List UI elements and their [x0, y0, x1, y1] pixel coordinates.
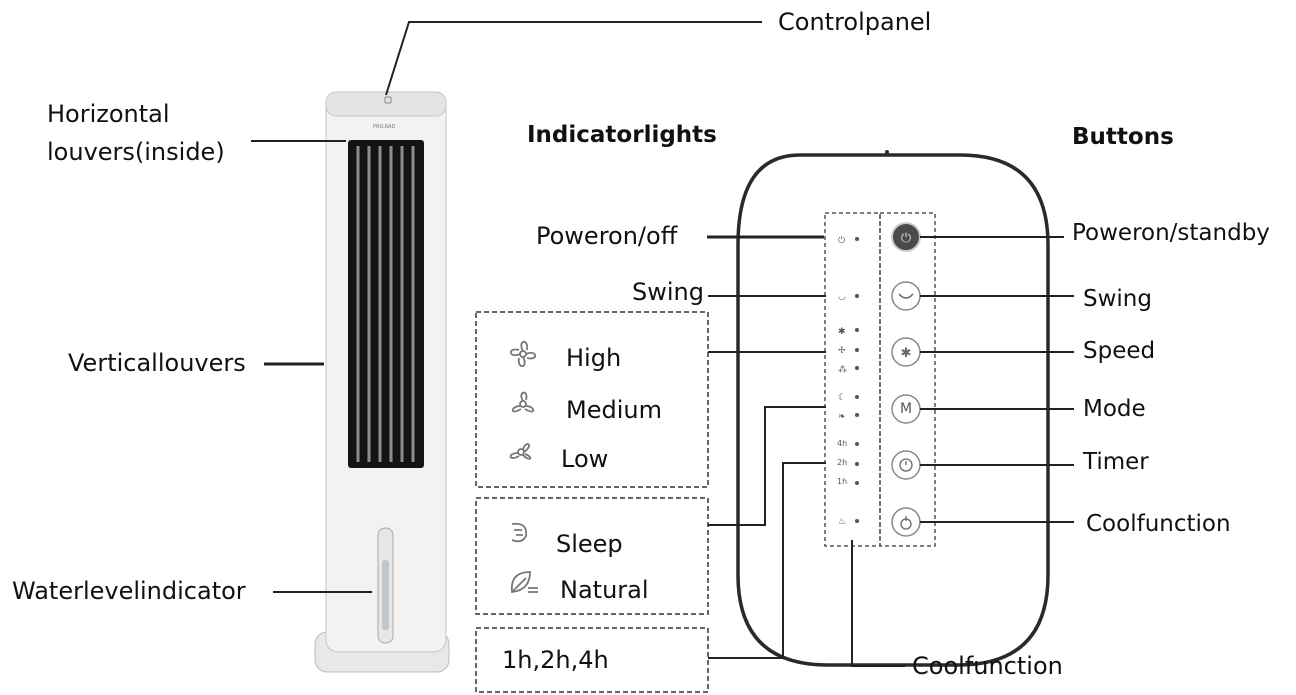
control-panel-outline — [736, 153, 1050, 667]
timer-indicator-leader — [708, 462, 826, 659]
high-fan-icon — [509, 340, 537, 368]
leader-lines — [251, 21, 1074, 667]
buttons-heading: Buttons — [1072, 124, 1174, 150]
sleep-indicator-icon: ☾ — [838, 393, 846, 403]
cool-indicator-leader — [851, 540, 905, 667]
mode-natural-label: Natural — [560, 576, 649, 604]
button-column — [879, 212, 936, 547]
horizontal-louvers-label-line2: louvers(inside) — [47, 138, 225, 166]
tower-fan — [314, 91, 450, 673]
controlpanel-label: Controlpanel — [778, 8, 932, 36]
swing-button-label: Swing — [1083, 286, 1152, 312]
mode-box-frame — [475, 497, 709, 615]
svg-text:⏻: ⏻ — [901, 231, 911, 246]
cool-button-icon[interactable] — [891, 507, 921, 537]
power-indicator-icon: ⏻ — [838, 235, 845, 246]
speed-box-icons — [509, 340, 537, 460]
speed-button-label: Speed — [1083, 338, 1156, 364]
mode-box-icons — [510, 522, 538, 593]
natural-indicator-icon: ❧ — [838, 412, 846, 422]
mode-button-letter: M — [900, 401, 913, 417]
brand-logo: PRO.RAD — [373, 124, 396, 130]
control-panel-icon — [384, 96, 392, 104]
swing-button-icon[interactable] — [891, 281, 921, 311]
speed-high-label: High — [566, 344, 622, 372]
speed-medium-label: Medium — [566, 396, 662, 424]
panel-top-dot — [885, 150, 889, 154]
indicator-column — [824, 212, 881, 547]
medium-fan-icon — [511, 391, 535, 413]
speed-low-label: Low — [561, 445, 609, 473]
timer-options-label: 1h,2h,4h — [502, 646, 609, 674]
timer-box-frame — [475, 627, 709, 693]
vertical-louvers-grille — [348, 140, 424, 468]
water-level-label: Waterlevelindicator — [12, 577, 246, 605]
louver-slats — [356, 146, 415, 462]
cool-indicator-icon: ♨ — [838, 517, 846, 527]
power-on-off-label: Poweron/off — [536, 222, 678, 250]
mode-indicator-leader — [708, 406, 826, 526]
speed-box-frame — [475, 311, 709, 488]
low-fan-icon — [509, 443, 532, 460]
timer-button-label: Timer — [1083, 449, 1149, 475]
horizontal-louvers-label-line1: Horizontal — [47, 100, 170, 128]
indicator-lights: ⏻ ◡ ✱ ✢ ⁂ ☾ ❧ ♨ — [838, 235, 859, 527]
water-level-fill — [382, 560, 389, 630]
mode-button-label: Mode — [1083, 396, 1146, 422]
mode-sleep-label: Sleep — [556, 530, 623, 558]
natural-leaf-icon — [510, 571, 538, 593]
timer-4h-indicator: 4h — [837, 439, 848, 448]
vertical-louvers-label: Verticallouvers — [68, 349, 246, 377]
low-indicator-icon: ⁂ — [838, 364, 847, 375]
indicator-lights-heading: Indicatorlights — [527, 122, 717, 148]
cool-button-label: Coolfunction — [1086, 511, 1231, 537]
timer-2h-indicator: 2h — [837, 458, 848, 467]
svg-text:✱: ✱ — [901, 346, 912, 361]
timer-1h-indicator: 1h — [837, 477, 848, 486]
medium-indicator-icon: ✢ — [838, 346, 846, 356]
tower-top — [325, 91, 447, 117]
controlpanel-leader — [385, 21, 762, 96]
swing-indicator-label: Swing — [632, 278, 704, 306]
cool-function-indicator-label: Coolfunction — [912, 652, 1063, 680]
swing-indicator-icon: ◡ — [838, 292, 846, 302]
sleep-icon — [511, 522, 528, 543]
power-button-label: Poweron/standby — [1072, 220, 1270, 246]
panel-buttons: ⏻ ✱ — [891, 222, 921, 537]
high-indicator-icon: ✱ — [838, 327, 846, 337]
